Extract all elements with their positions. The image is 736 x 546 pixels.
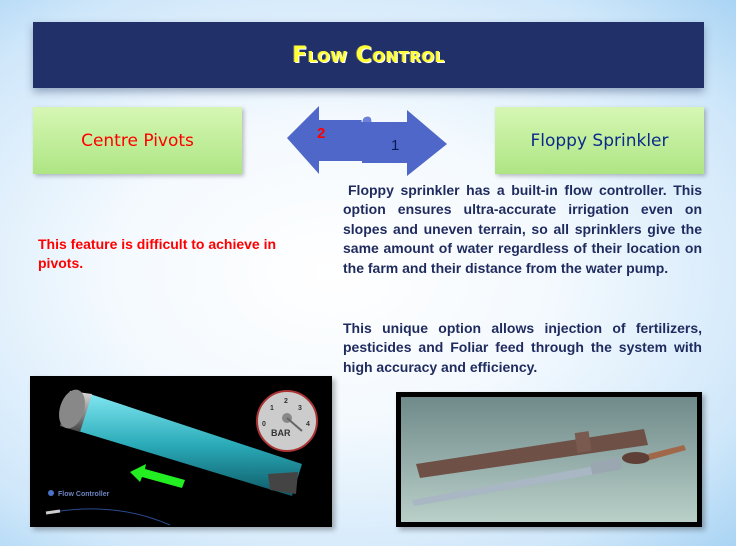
arrow-number-1: 1 (391, 137, 399, 154)
floppy-sprinkler-pipe-image (396, 392, 702, 527)
gauge-tick: 4 (306, 421, 310, 428)
gauge-tick: 0 (262, 421, 266, 428)
flow-controller-image: 0 1 2 3 4 BAR Flow Controller (30, 376, 332, 527)
left-arrow-icon (287, 106, 365, 174)
gauge-tick: 3 (298, 405, 302, 412)
pivot-note: This feature is difficult to achieve in … (38, 236, 277, 271)
pressure-gauge-icon: 0 1 2 3 4 BAR (256, 390, 318, 452)
right-arrow-icon (362, 110, 447, 176)
flow-controller-description: Floppy sprinkler has a built-in flow con… (343, 182, 702, 276)
gauge-unit: BAR (271, 428, 291, 438)
comparison-arrows: 2 1 (287, 106, 447, 176)
flow-controller-caption: Flow Controller (58, 491, 110, 498)
slide-title: Flow Control (292, 42, 445, 68)
title-bar: Flow Control (33, 22, 704, 88)
gauge-tick: 2 (284, 398, 288, 405)
gauge-tick: 1 (270, 405, 274, 412)
floppy-sprinkler-box: Floppy Sprinkler (495, 107, 704, 174)
arrow-number-2: 2 (317, 125, 325, 142)
flow-direction-arrow-icon (130, 464, 185, 488)
centre-pivots-box: Centre Pivots (33, 107, 242, 174)
centre-pivots-label: Centre Pivots (81, 130, 194, 151)
floppy-sprinkler-label: Floppy Sprinkler (530, 130, 669, 151)
injection-description: This unique option allows injection of f… (343, 320, 702, 375)
